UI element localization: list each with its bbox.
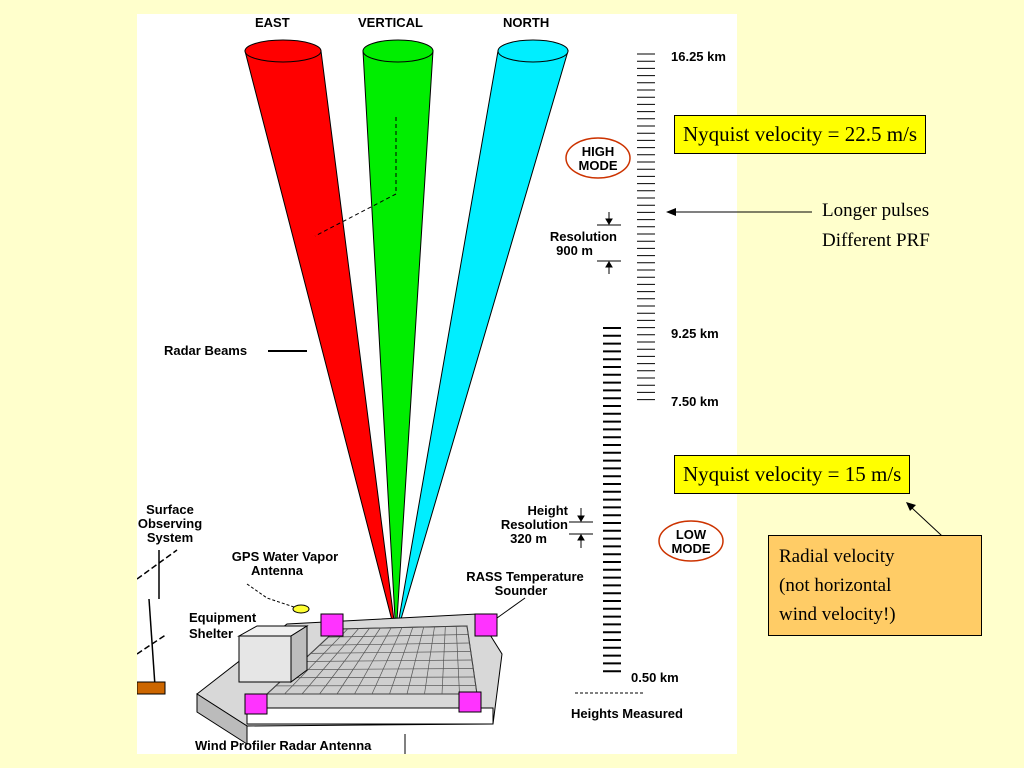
- antenna-grid-line: [301, 659, 473, 662]
- antenna-grid-line: [284, 676, 475, 679]
- low-mode-line1: LOW: [676, 527, 707, 542]
- gps-antenna: [292, 604, 310, 614]
- rass-line2: Sounder: [495, 583, 548, 598]
- surface-line2: Observing: [138, 516, 202, 531]
- antenna-grid-line: [293, 668, 474, 670]
- radial-line2: (not horizontal: [779, 575, 892, 596]
- surface-line3: System: [147, 530, 193, 545]
- antenna-grid-line: [328, 634, 469, 638]
- high-mode-line2: MODE: [579, 158, 618, 173]
- low-mode-line2: MODE: [672, 541, 711, 556]
- rass-sounder-4: [458, 691, 482, 713]
- equipment-shelter-building: [238, 635, 292, 683]
- high-resolution-line2: 900 m: [556, 243, 593, 258]
- antenna-grid-line: [319, 642, 470, 646]
- radial-line3: wind velocity!): [779, 604, 896, 625]
- rass-line1: RASS Temperature: [466, 569, 584, 584]
- radial-arrow-head: [906, 502, 916, 511]
- high-resolution-line1: Resolution: [550, 229, 617, 244]
- radial-line1: Radial velocity: [779, 546, 895, 567]
- radar-beams: [244, 39, 569, 637]
- vertical-beam-top: [362, 39, 434, 63]
- low-resolution-line3: 320 m: [510, 531, 547, 546]
- longer-pulses-note: Longer pulses Different PRF: [822, 196, 930, 256]
- rass-leader: [496, 597, 526, 619]
- low-mode-oval: [658, 520, 724, 562]
- surface-observing-mast: [137, 549, 178, 695]
- north-label: NORTH: [503, 15, 549, 30]
- beam-angle-dashed-line: [314, 117, 397, 237]
- gps-line1: GPS Water Vapor: [232, 549, 338, 564]
- heights-measured-label: Heights Measured: [571, 706, 683, 721]
- radar-beams-label: Radar Beams: [164, 343, 247, 358]
- surface-line1: Surface: [146, 502, 194, 517]
- low-resolution-line1: Height: [528, 503, 569, 518]
- rass-sounder-1: [320, 613, 344, 637]
- antenna-label: Wind Profiler Radar Antenna: [195, 738, 372, 753]
- low-resolution-line2: Resolution: [501, 517, 568, 532]
- nyquist-low-box: Nyquist velocity = 15 m/s: [674, 455, 911, 494]
- high-mode-line1: HIGH: [582, 144, 615, 159]
- low-resolution-arrows: [569, 508, 593, 548]
- rass-sounder-3: [244, 693, 268, 715]
- antenna-site: [196, 613, 503, 745]
- height-scale: [603, 53, 655, 673]
- wind-profiler-diagram: EAST VERTICAL NORTH Radar Beams 16.25 km…: [137, 15, 726, 754]
- scale-7-50-label: 7.50 km: [671, 394, 719, 409]
- antenna-grid-line: [336, 625, 468, 630]
- longer-pulses-text: Longer pulses: [822, 200, 930, 221]
- shelter-line2: Shelter: [189, 626, 233, 641]
- high-mode-oval: [565, 137, 631, 179]
- radial-velocity-box: Radial velocity (not horizontal wind vel…: [768, 535, 982, 636]
- east-beam-top: [244, 39, 322, 63]
- vertical-label: VERTICAL: [358, 15, 423, 30]
- different-prf-text: Different PRF: [822, 230, 930, 251]
- gps-leader: [246, 583, 298, 609]
- scale-top-label: 16.25 km: [671, 49, 726, 64]
- scale-9-25-label: 9.25 km: [671, 326, 719, 341]
- gps-line2: Antenna: [251, 563, 304, 578]
- antenna-grid-line: [310, 651, 471, 654]
- high-resolution-arrows: [597, 212, 621, 274]
- scale-bottom-label: 0.50 km: [631, 670, 679, 685]
- rass-sounder-2: [474, 613, 498, 637]
- diagram-panel: EAST VERTICAL NORTH Radar Beams 16.25 km…: [137, 14, 737, 754]
- north-beam-top: [497, 39, 569, 63]
- nyquist-high-box: Nyquist velocity = 22.5 m/s: [674, 115, 927, 154]
- shelter-line1: Equipment: [189, 610, 257, 625]
- east-label: EAST: [255, 15, 290, 30]
